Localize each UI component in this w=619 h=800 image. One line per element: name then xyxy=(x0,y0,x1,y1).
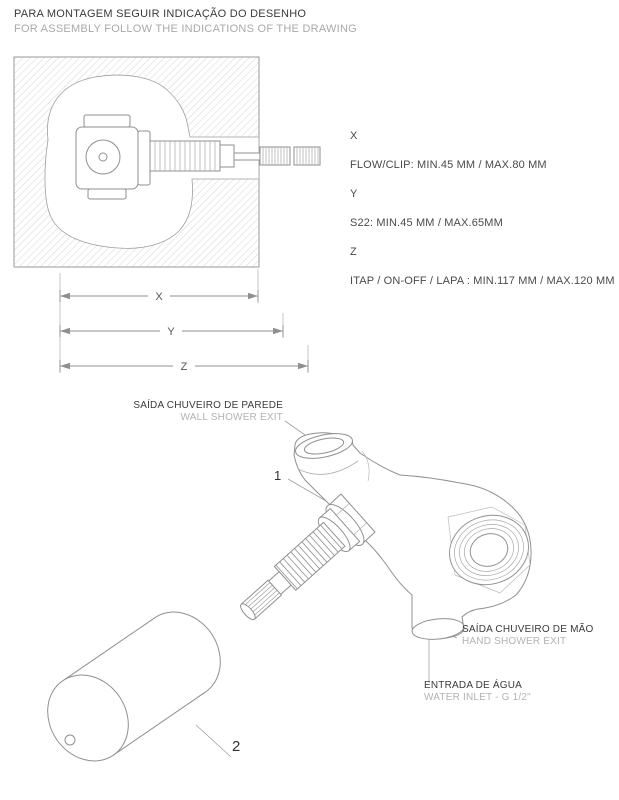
dim-z-spec: ITAP / ON-OFF / LAPA : MIN.117 MM / MAX.… xyxy=(350,275,615,287)
stem-spline-2 xyxy=(293,146,321,166)
valve-body-3d xyxy=(293,432,532,640)
sleeve-hole xyxy=(64,734,76,746)
dim-z-letter: Z xyxy=(350,246,357,258)
wall-exit-label-pt: SAÍDA CHUVEIRO DE PAREDE xyxy=(133,400,283,411)
stem-collar xyxy=(219,144,235,168)
valve-section xyxy=(75,114,321,200)
dim-x-letter: X xyxy=(350,130,358,142)
callout-hand-exit: SAÍDA CHUVEIRO DE MÃO HAND SHOWER EXIT xyxy=(462,624,593,648)
water-inlet-label-en: WATER INLET - G 1/2" xyxy=(424,692,531,703)
stem-thread-lines xyxy=(154,141,216,171)
page-subtitle: FOR ASSEMBLY FOLLOW THE INDICATIONS OF T… xyxy=(14,23,357,35)
page-title: PARA MONTAGEM SEGUIR INDICAÇÃO DO DESENH… xyxy=(14,8,307,20)
stem-rod xyxy=(233,152,261,161)
stem-spline-2-lines xyxy=(296,147,319,165)
cartridge-thread-lines xyxy=(275,524,343,590)
cover-sleeve-3d xyxy=(47,611,221,762)
housing-facets xyxy=(447,506,531,594)
dim-y-letter: Y xyxy=(350,188,358,200)
dim-x-spec: FLOW/CLIP: MIN.45 MM / MAX.80 MM xyxy=(350,159,547,171)
page-heading: PARA MONTAGEM SEGUIR INDICAÇÃO DO DESENH… xyxy=(14,8,357,35)
dim-label-z: Z xyxy=(181,361,188,373)
valve-flange xyxy=(137,130,151,186)
dimension-lines xyxy=(59,269,309,373)
wall-section-drawing: X Y Z xyxy=(13,56,321,373)
cartridge-spline-lines xyxy=(244,582,280,616)
wall-exit-label-en: WALL SHOWER EXIT xyxy=(180,412,283,423)
callout-water-inlet: ENTRADA DE ÁGUA WATER INLET - G 1/2" xyxy=(424,680,531,704)
wall-exit-port-hole xyxy=(303,437,345,455)
valve-seat-center xyxy=(98,152,108,162)
valve-cap xyxy=(83,114,131,128)
exploded-view-drawing xyxy=(47,420,532,762)
part-number-1: 1 xyxy=(274,468,282,483)
dimension-spec-block: X FLOW/CLIP: MIN.45 MM / MAX.80 MM Y S22… xyxy=(350,130,615,304)
dim-label-y: Y xyxy=(167,326,175,338)
cartridge-tip-face xyxy=(240,603,256,621)
hand-exit-label-pt: SAÍDA CHUVEIRO DE MÃO xyxy=(462,624,594,635)
part-number-2: 2 xyxy=(232,738,241,755)
hand-exit-label-en: HAND SHOWER EXIT xyxy=(462,636,567,647)
valve-foot xyxy=(87,188,127,200)
water-inlet-face xyxy=(411,618,465,640)
stem-spline-1-lines xyxy=(262,147,288,165)
water-inlet-label-pt: ENTRADA DE ÁGUA xyxy=(424,680,523,691)
hand-exit-port-hole xyxy=(469,533,509,567)
dim-y-spec: S22: MIN.45 MM / MAX.65MM xyxy=(350,217,503,229)
callout-wall-exit: SAÍDA CHUVEIRO DE PAREDE WALL SHOWER EXI… xyxy=(133,400,283,424)
dim-label-x: X xyxy=(155,291,163,303)
cartridge-3d xyxy=(240,493,376,621)
